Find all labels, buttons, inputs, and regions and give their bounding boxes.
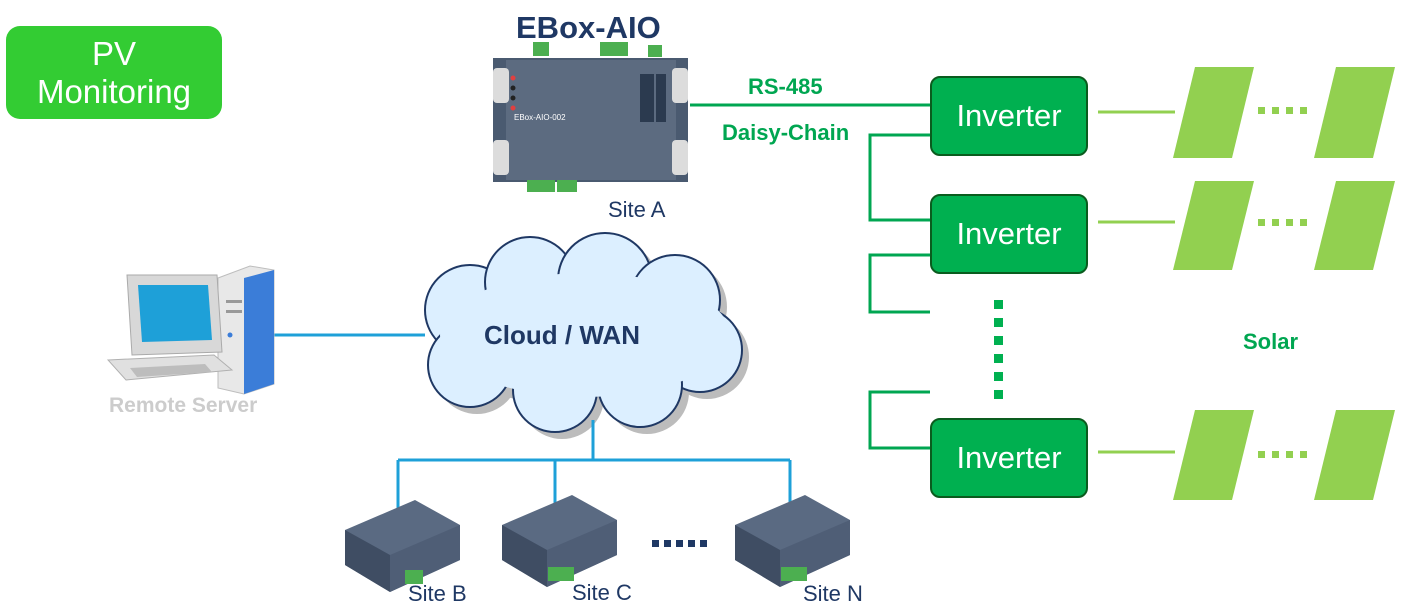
remote-server-label: Remote Server [109, 394, 258, 417]
panel-ellipsis [1258, 219, 1307, 226]
site-b-device [345, 500, 460, 592]
solar-label: Solar [1243, 329, 1299, 354]
inverter-1: Inverter [930, 76, 1088, 156]
solar-panel [1314, 410, 1395, 500]
inverter-1-label: Inverter [956, 98, 1062, 133]
solar-panel [1173, 410, 1254, 500]
inverter-2: Inverter [930, 194, 1088, 274]
solar-row-2 [1173, 181, 1395, 270]
computer-illustration [106, 265, 275, 395]
solar-panel [1314, 181, 1395, 270]
device-model-label: EBox-AIO-002 [514, 113, 566, 122]
site-c-label: Site C [572, 580, 632, 605]
site-a-label: Site A [608, 197, 666, 222]
pv-monitoring-badge: PV Monitoring [6, 26, 222, 119]
daisy-chain-link-1 [868, 133, 930, 222]
daisy-chain-link-2 [868, 253, 930, 314]
solar-panel [1314, 67, 1395, 158]
panel-ellipsis [1258, 107, 1307, 114]
inverter-3: Inverter [930, 418, 1088, 498]
inverter-3-label: Inverter [956, 440, 1062, 475]
site-n-device [735, 495, 850, 587]
solar-row-3 [1173, 410, 1395, 500]
solar-row-1 [1173, 67, 1395, 158]
panel-ellipsis [1258, 451, 1307, 458]
solar-panel [1173, 181, 1254, 270]
daisy-chain-link-3 [868, 390, 930, 450]
cloud-shape [424, 232, 749, 439]
cloud-label: Cloud / WAN [484, 320, 640, 350]
device-title: EBox-AIO [516, 10, 661, 45]
badge-line-2: Monitoring [36, 72, 192, 110]
solar-panel [1173, 67, 1254, 158]
inverter-2-label: Inverter [956, 216, 1062, 251]
inverter-ellipsis [994, 300, 1003, 399]
site-ellipsis [652, 540, 707, 547]
ebox-device [493, 42, 688, 192]
site-c-device [502, 495, 617, 587]
site-b-label: Site B [408, 581, 467, 606]
badge-line-1: PV [91, 34, 137, 72]
wan-links [396, 420, 792, 510]
rs485-label: RS-485 [748, 74, 823, 99]
daisy-chain-label: Daisy-Chain [722, 120, 850, 145]
site-n-label: Site N [803, 581, 863, 606]
